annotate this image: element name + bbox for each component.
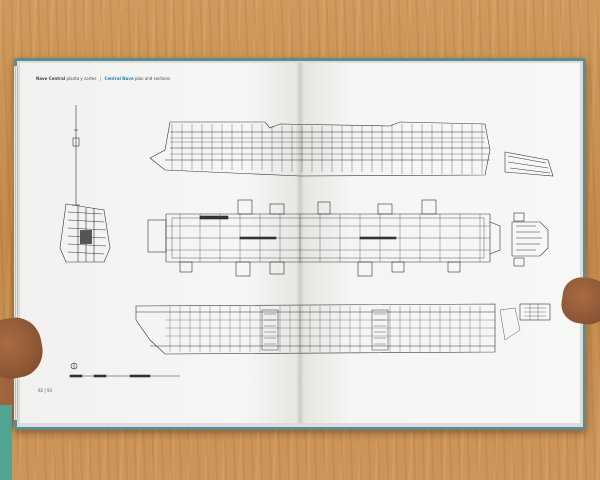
header-title-alt: plan and sections bbox=[134, 76, 171, 81]
north-arrow-icon bbox=[70, 362, 78, 370]
longitudinal-section bbox=[149, 121, 554, 177]
sleeve bbox=[0, 405, 12, 480]
side-elevation bbox=[135, 303, 551, 355]
tower-drawing bbox=[72, 105, 80, 206]
header-bold-alt: Central Nave bbox=[104, 76, 134, 81]
page-header: Nave Central planta y cortes | Central N… bbox=[36, 76, 170, 81]
floor-plan bbox=[147, 199, 549, 277]
scale-bar bbox=[69, 374, 180, 378]
page-edges bbox=[14, 66, 18, 420]
page-number: 92 | 93 bbox=[38, 388, 53, 393]
header-bold: Nave Central bbox=[36, 76, 66, 81]
left-page bbox=[20, 63, 300, 423]
cross-section bbox=[59, 203, 111, 263]
header-title: planta y cortes bbox=[66, 76, 97, 81]
header-separator: | bbox=[99, 76, 102, 81]
